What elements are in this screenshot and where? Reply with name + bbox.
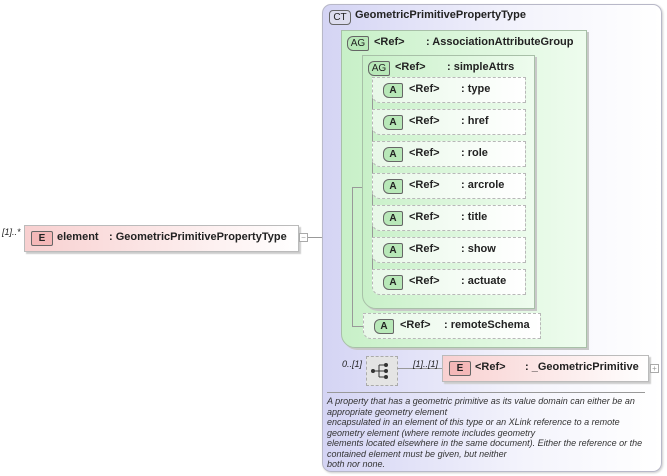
ref-label: <Ref>	[409, 211, 440, 223]
attribute-badge-icon: A	[383, 179, 403, 194]
group-name: : AssociationAttributeGroup	[426, 36, 574, 48]
attribute-name: : href	[461, 115, 489, 127]
attribute-name: : actuate	[461, 275, 507, 287]
ref-label: <Ref>	[374, 36, 405, 48]
attribute-badge-icon: A	[383, 275, 403, 290]
attribute-type[interactable]: A <Ref> : type	[372, 77, 526, 103]
attribute-name: : role	[461, 147, 488, 159]
complex-type-name: GeometricPrimitivePropertyType	[355, 9, 526, 21]
attribute-name: : remoteSchema	[444, 319, 530, 331]
element-type: : GeometricPrimitivePropertyType	[109, 231, 287, 243]
complex-type-badge-icon: CT	[329, 10, 351, 25]
attribute-badge-icon: A	[383, 211, 403, 226]
ref-label: <Ref>	[409, 275, 440, 287]
attribute-remoteSchema[interactable]: A <Ref> : remoteSchema	[363, 313, 541, 339]
attribute-name: : show	[461, 243, 496, 255]
ref-label: <Ref>	[409, 115, 440, 127]
attribute-group-badge-icon: AG	[347, 36, 369, 51]
sequence-cardinality: 0..[1]	[342, 359, 363, 369]
ref-label: <Ref>	[400, 319, 431, 331]
child-element[interactable]: E <Ref> : _GeometricPrimitive	[442, 355, 649, 382]
attribute-title[interactable]: A <Ref> : title	[372, 205, 526, 231]
ref-label: <Ref>	[409, 179, 440, 191]
attribute-badge-icon: A	[383, 147, 403, 162]
attribute-actuate[interactable]: A <Ref> : actuate	[372, 269, 526, 295]
attribute-group-badge-icon: AG	[368, 61, 390, 76]
attribute-arcrole[interactable]: A <Ref> : arcrole	[372, 173, 526, 199]
attribute-name: : title	[461, 211, 488, 223]
element-name: : _GeometricPrimitive	[525, 361, 639, 373]
attribute-href[interactable]: A <Ref> : href	[372, 109, 526, 135]
attribute-badge-icon: A	[383, 243, 403, 258]
element-name: element	[57, 231, 99, 243]
attribute-name: : type	[461, 83, 491, 95]
attribute-role[interactable]: A <Ref> : role	[372, 141, 526, 167]
child-cardinality: [1]..[1]	[413, 359, 439, 369]
expand-icon[interactable]: +	[650, 364, 659, 373]
sequence-icon[interactable]	[366, 356, 398, 386]
documentation: A property that has a geometric primitiv…	[327, 396, 643, 469]
element-badge-icon: E	[449, 361, 471, 376]
attribute-badge-icon: A	[383, 83, 403, 98]
root-element[interactable]: E element : GeometricPrimitivePropertyTy…	[24, 225, 299, 252]
ref-label: <Ref>	[409, 147, 440, 159]
ref-label: <Ref>	[409, 83, 440, 95]
ref-label: <Ref>	[475, 361, 506, 373]
attribute-badge-icon: A	[383, 115, 403, 130]
root-cardinality: [1]..*	[2, 227, 21, 237]
group-name: : simpleAttrs	[447, 61, 515, 73]
element-badge-icon: E	[31, 231, 53, 246]
collapse-icon[interactable]: −	[299, 233, 308, 242]
attribute-show[interactable]: A <Ref> : show	[372, 237, 526, 263]
attribute-badge-icon: A	[374, 319, 394, 334]
ref-label: <Ref>	[395, 61, 426, 73]
attribute-name: : arcrole	[461, 179, 505, 191]
ref-label: <Ref>	[409, 243, 440, 255]
